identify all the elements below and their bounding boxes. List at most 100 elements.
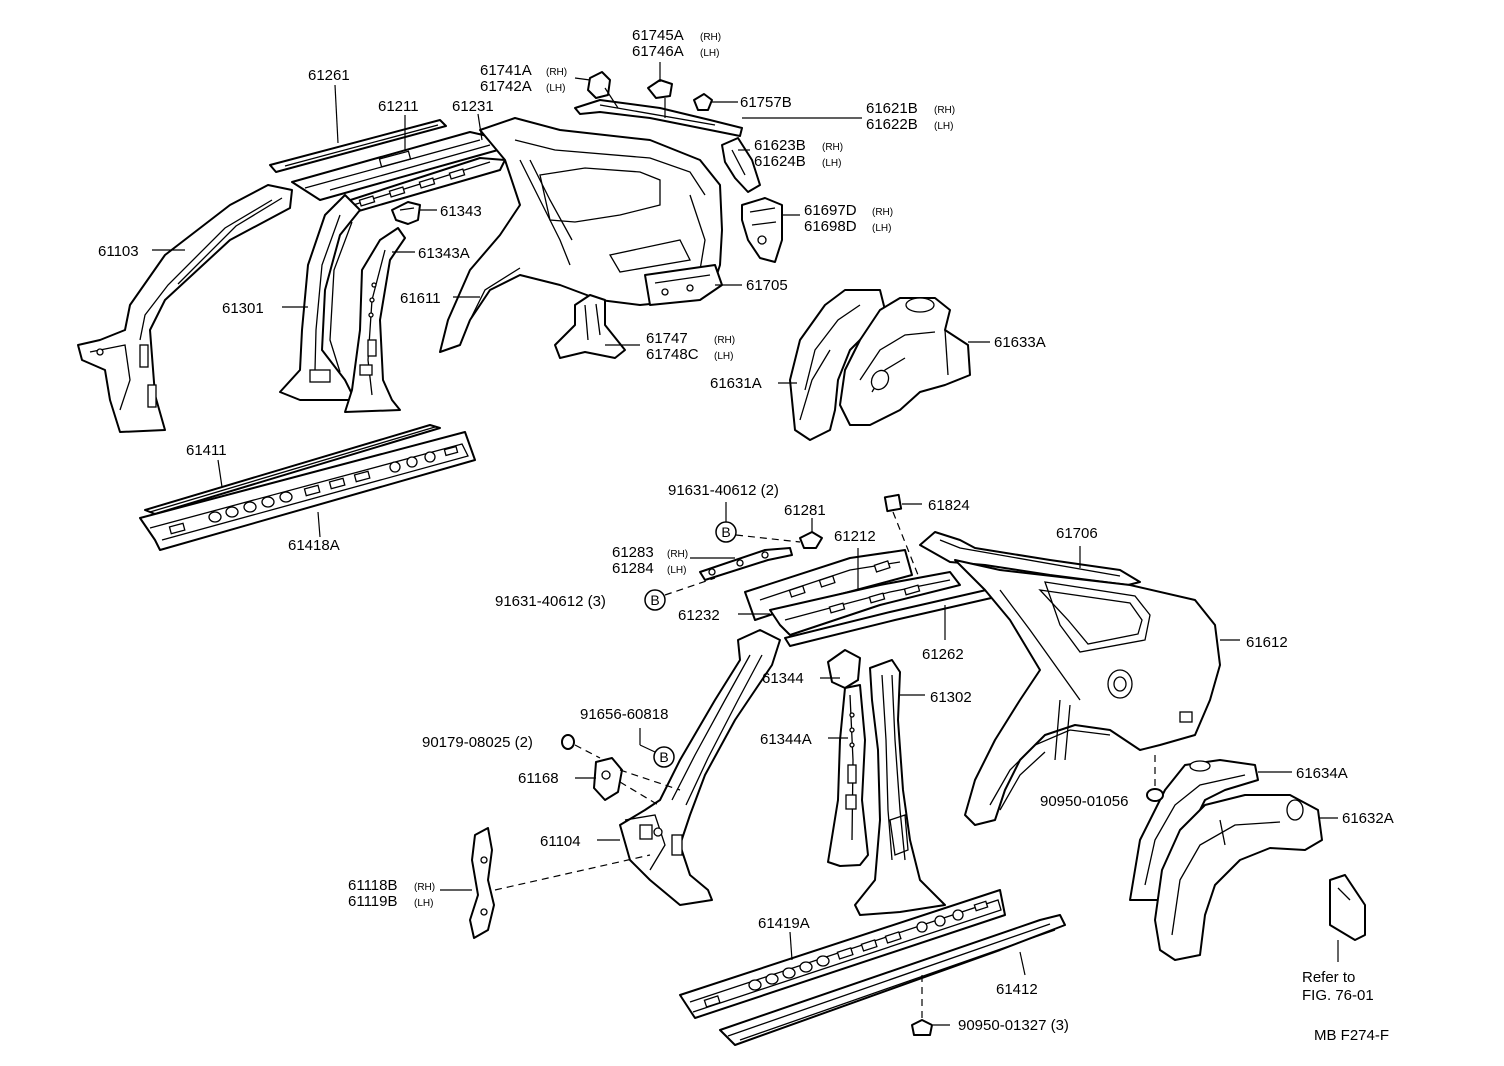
label-61419A: 61419A [758,915,810,932]
label-61697D-rh: (RH) [872,207,893,218]
label-61624B: 61624B [754,153,806,170]
label-61622B: 61622B [866,116,918,133]
part-61344 [820,649,861,689]
label-61411: 61411 [186,442,227,459]
part-61705 [644,264,723,306]
callout-b-91656: B [619,728,681,807]
label-61621B: 61621B [866,100,918,117]
fastener-90950-01327 [911,975,950,1036]
label-61168: 61168 [518,770,559,787]
part-61232 [738,571,961,636]
part-61633A [839,297,971,426]
part-61344A [827,684,869,867]
part-61168 [575,757,623,801]
label-61742A: 61742A [480,78,532,95]
part-61301 [279,194,361,401]
part-61623B [721,137,761,193]
label-61283: 61283 [612,544,654,561]
part-61419A [679,889,1006,1019]
part-61741A [587,71,611,99]
label-61262: 61262 [922,646,964,663]
label-61698D: 61698D [804,218,857,235]
label-61624B-lh: (LH) [822,158,841,169]
label-61706: 61706 [1056,525,1098,542]
label-61119B: 61119B [348,893,398,910]
label-90950-01327: 90950-01327 (3) [958,1017,1069,1034]
label-61742A-lh: (LH) [546,83,565,94]
label-refer-fig: FIG. 76-01 [1302,987,1374,1004]
label-61632A: 61632A [1342,810,1394,827]
label-61621B-rh: (RH) [934,105,955,116]
label-61284-lh: (LH) [667,565,686,576]
label-61824: 61824 [928,497,970,514]
label-61612: 61612 [1246,634,1288,651]
part-61118B [440,827,651,939]
label-61103: 61103 [98,243,139,260]
label-91656-60818: 91656-60818 [580,706,668,723]
label-61623B: 61623B [754,137,806,154]
label-61118B-rh: (RH) [414,882,435,893]
label-61741A-rh: (RH) [546,67,567,78]
label-90950-01056: 90950-01056 [1040,793,1128,810]
part-61745A [647,79,673,99]
part-61103 [77,184,293,433]
label-91631-40612-2: 91631-40612 (2) [668,482,779,499]
part-61281 [799,518,823,549]
part-61261 [269,119,447,173]
label-61741A: 61741A [480,62,532,79]
label-61281: 61281 [784,502,826,519]
callout-b-upper: B [715,502,801,543]
label-61212: 61212 [834,528,876,545]
label-61344A: 61344A [760,731,812,748]
part-61747 [554,294,626,359]
label-61748C: 61748C [646,346,699,363]
label-61118B: 61118B [348,877,398,894]
fastener-90179 [561,734,601,759]
part-61212 [744,548,913,621]
label-61418A: 61418A [288,537,340,554]
diagram-code: MB F274-F [1314,1027,1389,1044]
svg-text:B: B [650,592,659,608]
label-61344: 61344 [762,670,804,687]
part-61302 [854,659,946,916]
label-61748C-lh: (LH) [714,351,733,362]
part-labels: 61261 61211 61231 61741A (RH) 61742A (LH… [98,27,1394,1044]
callout-b-lower: B [644,577,716,611]
label-61747: 61747 [646,330,688,347]
part-61621B [574,99,743,137]
part-61418A [139,431,476,551]
label-61232: 61232 [678,607,720,624]
part-61634A [1129,759,1292,901]
label-61119B-lh: (LH) [414,898,433,909]
part-61757B [693,93,713,111]
label-91631-40612-3: 91631-40612 (3) [495,593,606,610]
label-61697D: 61697D [804,202,857,219]
label-61698D-lh: (LH) [872,223,891,234]
svg-text:B: B [659,749,668,765]
part-61612 [954,559,1240,826]
label-61231: 61231 [452,98,494,115]
label-61284: 61284 [612,560,654,577]
label-61631A: 61631A [710,375,762,392]
label-61705: 61705 [746,277,788,294]
label-61343A: 61343A [418,245,470,262]
label-61747-rh: (RH) [714,335,735,346]
mudguard-reference [1329,874,1366,962]
part-61283 [690,547,793,581]
label-61746A: 61746A [632,43,684,60]
label-90179-08025: 90179-08025 (2) [422,734,533,751]
label-61623B-rh: (RH) [822,142,843,153]
label-61634A: 61634A [1296,765,1348,782]
label-61261: 61261 [308,67,350,84]
label-61611: 61611 [400,290,441,307]
label-refer-to: Refer to [1302,969,1355,986]
part-61632A [1154,794,1338,961]
upper-leaders [152,62,990,538]
part-61343A [344,227,406,413]
label-61283-rh: (RH) [667,549,688,560]
part-61411 [144,424,441,515]
part-61104 [597,629,781,906]
label-61211: 61211 [378,98,419,115]
